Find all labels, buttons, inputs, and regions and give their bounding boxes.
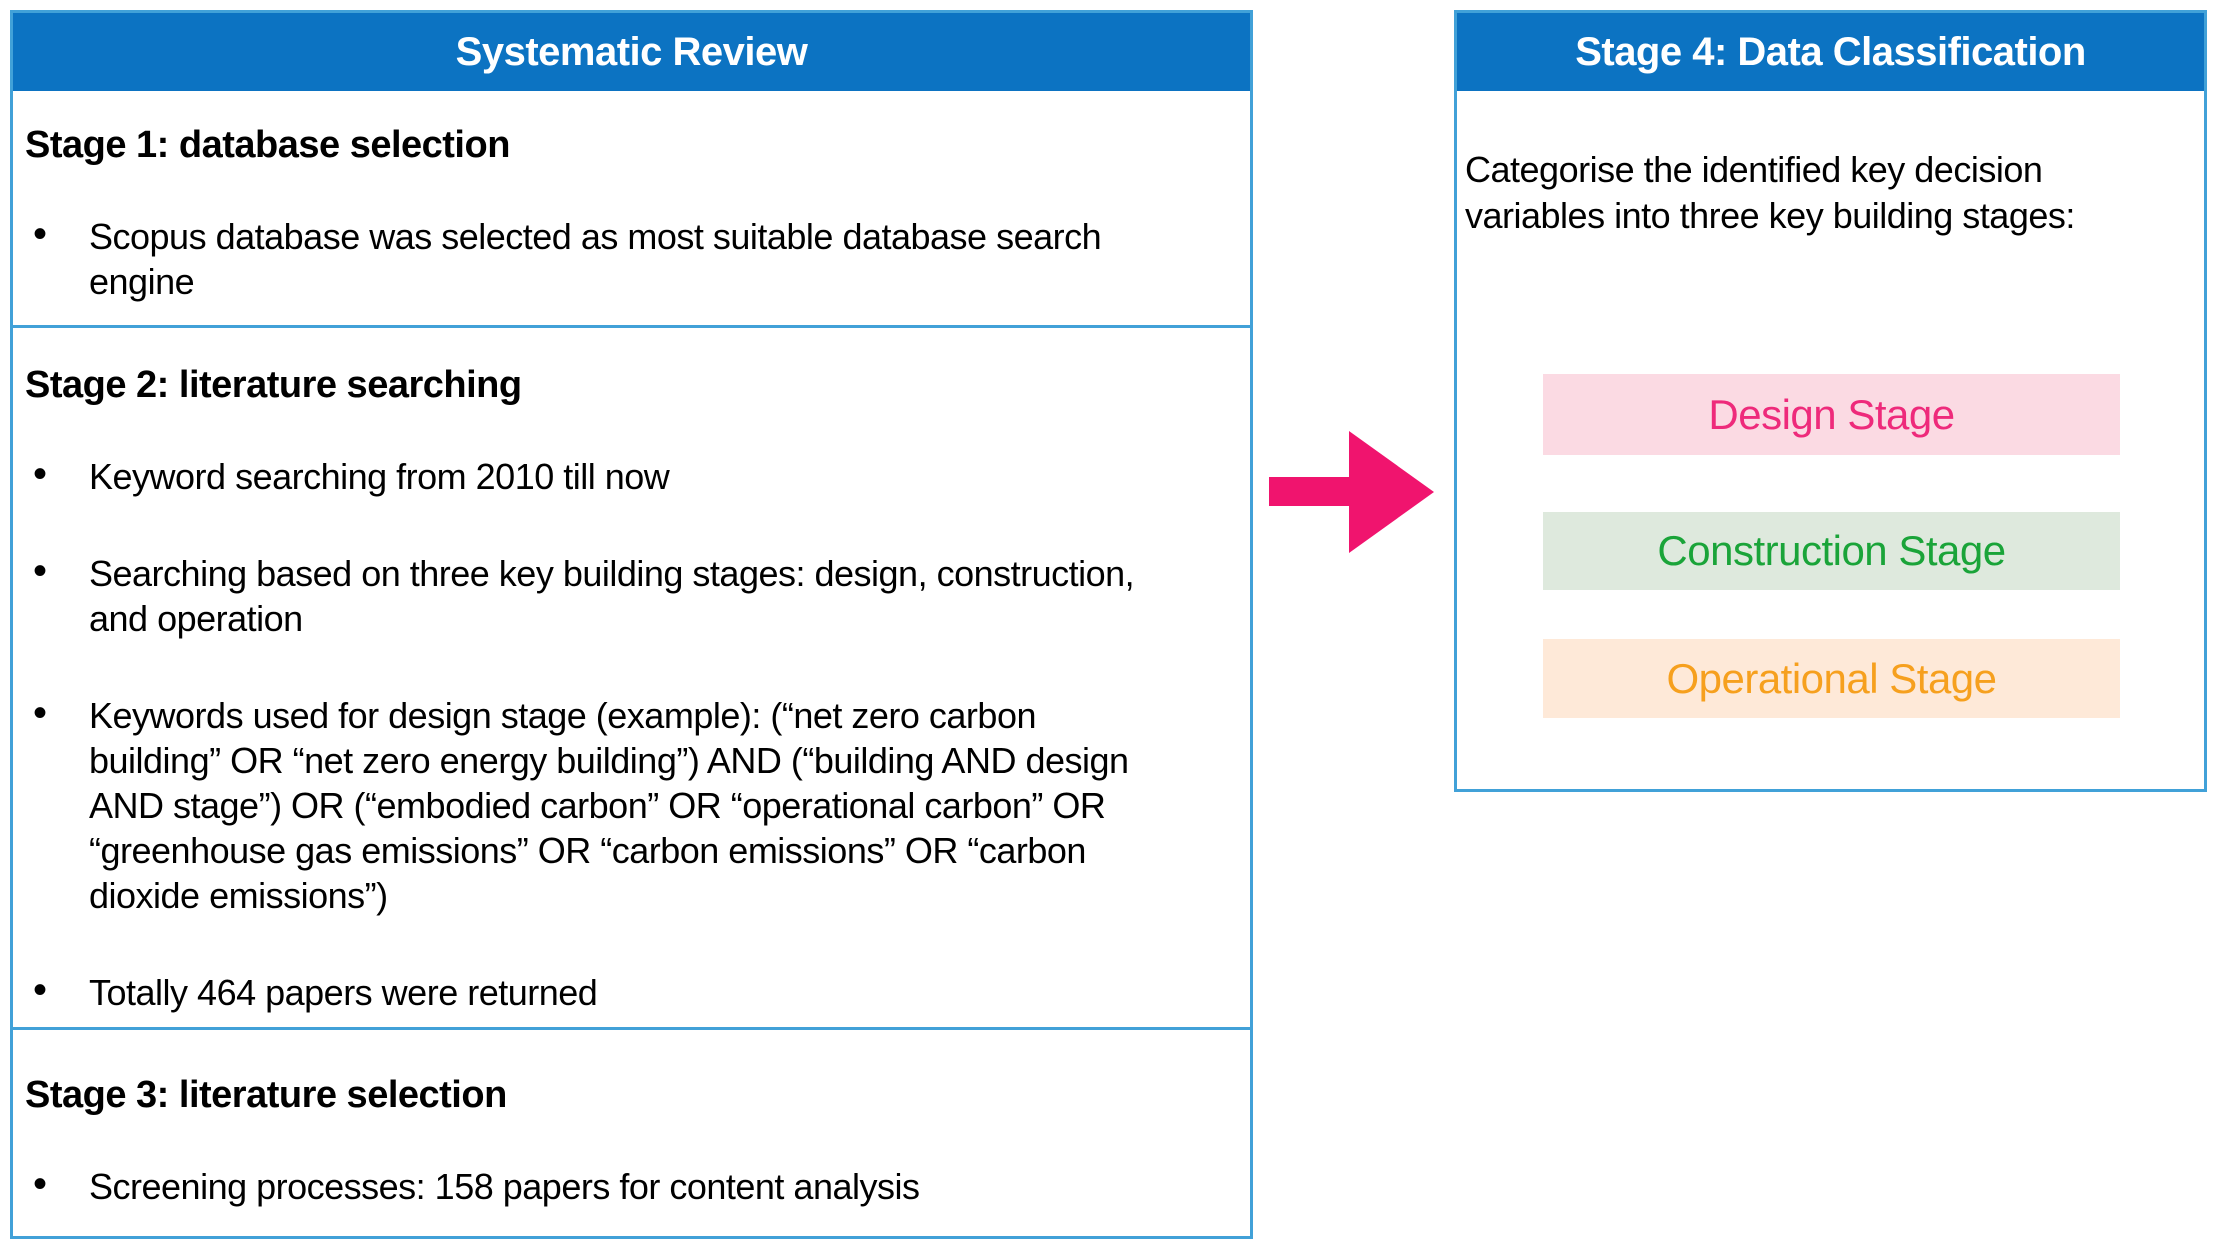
systematic-review-title: Systematic Review: [13, 13, 1250, 91]
bullet-icon: •: [33, 1162, 47, 1206]
bullet-text: Searching based on three key building st…: [89, 553, 1135, 639]
right-arrow-icon: [1269, 431, 1434, 553]
bullet-text: Screening processes: 158 papers for cont…: [89, 1166, 920, 1207]
data-classification-description: Categorise the identified key decision v…: [1465, 149, 2075, 236]
stage-box-operational-stage: Operational Stage: [1543, 639, 2120, 718]
bullet-icon: •: [33, 549, 47, 593]
section-heading: Stage 3: literature selection: [25, 1074, 507, 1116]
bullet-list: • Scopus database was selected as most su…: [25, 212, 1230, 304]
bullet-list: • Screening processes: 158 papers for con…: [25, 1162, 1230, 1209]
section-heading: Stage 2: literature searching: [25, 364, 522, 406]
bullet-item: • Scopus database was selected as most su…: [25, 212, 1230, 304]
bullet-item: • Keyword searching from 2010 till now: [25, 452, 1230, 499]
bullet-list: • Keyword searching from 2010 till now • Se…: [25, 452, 1230, 1015]
section-heading: Stage 1: database selection: [25, 124, 510, 166]
bullet-item: • Screening processes: 158 papers for con…: [25, 1162, 1230, 1209]
stage-section-3: Stage 3: literature selection • Screening …: [13, 1027, 1250, 1236]
data-classification-title: Stage 4: Data Classification: [1457, 13, 2204, 91]
systematic-review-sections: Stage 1: database selection • Scopus datab…: [13, 13, 1250, 1236]
stage-box-construction-stage: Construction Stage: [1543, 512, 2120, 590]
stage-box-design-stage: Design Stage: [1543, 374, 2120, 455]
data-classification-panel: Stage 4: Data Classification Categorise …: [1454, 10, 2207, 792]
bullet-icon: •: [33, 212, 47, 256]
stage-section-1: Stage 1: database selection • Scopus datab…: [13, 90, 1250, 325]
bullet-icon: •: [33, 691, 47, 735]
bullet-item: • Searching based on three key building s…: [25, 549, 1230, 641]
bullet-text: Totally 464 papers were returned: [89, 972, 598, 1013]
bullet-item: • Keywords used for design stage (example…: [25, 691, 1230, 918]
systematic-review-panel: Systematic Review Stage 1: database sele…: [10, 10, 1253, 1239]
bullet-text: Keyword searching from 2010 till now: [89, 456, 670, 497]
stage-section-2: Stage 2: literature searching • Keyword se…: [13, 325, 1250, 1027]
bullet-icon: •: [33, 968, 47, 1012]
bullet-item: • Totally 464 papers were returned: [25, 968, 1230, 1015]
bullet-text: Keywords used for design stage (example)…: [89, 695, 1129, 916]
bullet-text: Scopus database was selected as most sui…: [89, 216, 1102, 302]
bullet-icon: •: [33, 452, 47, 496]
